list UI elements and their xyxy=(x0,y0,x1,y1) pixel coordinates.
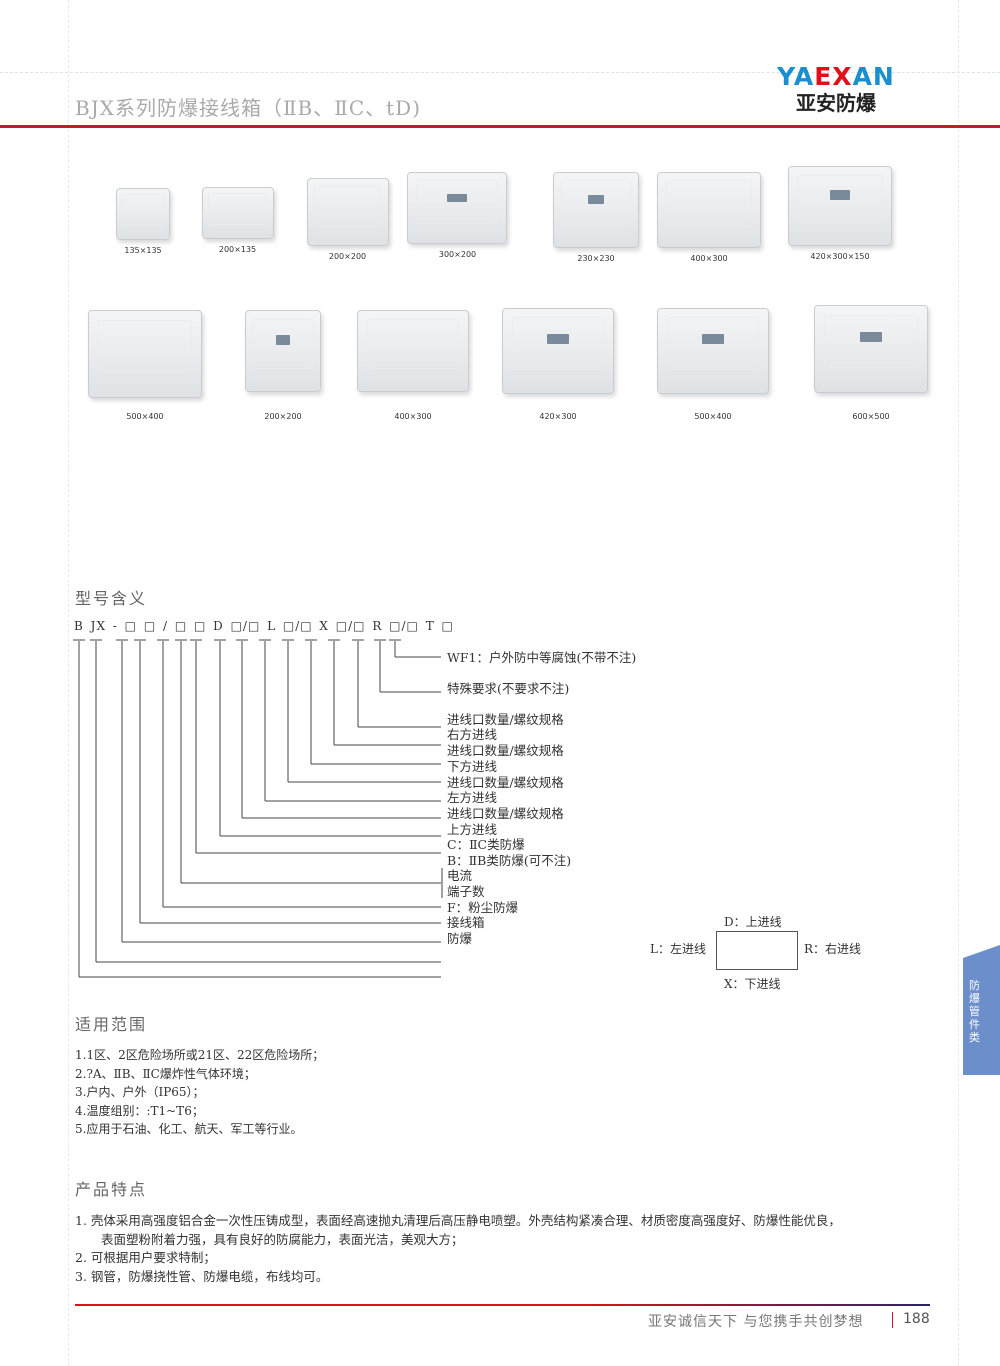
list-item: 1. 壳体采用高强度铝合金一次性压铸成型，表面经高速抛丸清理后高压静电喷塑。外壳… xyxy=(75,1213,841,1228)
model-label: 下方进线 xyxy=(447,759,498,774)
product-size: 135×135 xyxy=(124,246,162,255)
model-label: 右方进线 xyxy=(447,727,498,742)
product-item: 200×200 xyxy=(300,178,395,261)
product-item: 230×230 xyxy=(550,172,642,263)
footer-divider xyxy=(75,1304,930,1306)
list-item: 表面塑粉附着力强，具有良好的防腐能力，表面光洁，美观大方； xyxy=(101,1231,464,1247)
header-divider xyxy=(0,125,1000,128)
side-tab-category[interactable]: 防爆管件类 xyxy=(963,945,1000,1075)
guide-line xyxy=(958,0,959,1366)
model-label: 端子数 xyxy=(447,884,485,899)
product-item: 400×300 xyxy=(355,310,471,421)
direction-left: L：左进线 xyxy=(650,942,706,956)
page-number: 188 xyxy=(903,1311,930,1327)
product-item: 500×400 xyxy=(655,308,771,421)
product-size: 400×300 xyxy=(394,412,432,421)
model-label: 电流 xyxy=(447,868,473,883)
list-item: 4.温度组别：:T1~T6； xyxy=(75,1103,204,1118)
section-heading-scope: 适用范围 xyxy=(75,1015,148,1034)
direction-bottom: X：下进线 xyxy=(724,977,781,991)
product-size: 230×230 xyxy=(577,254,615,263)
model-label: C：ⅡC类防爆 xyxy=(447,837,525,852)
model-label: 左方进线 xyxy=(447,790,498,805)
direction-box xyxy=(716,931,798,970)
product-item: 135×135 xyxy=(108,188,178,255)
product-size: 400×300 xyxy=(690,254,728,263)
model-label: 进线口数量/螺纹规格 xyxy=(447,743,564,758)
direction-top: D：上进线 xyxy=(724,915,782,929)
model-label: 特殊要求(不要求不注) xyxy=(447,681,570,696)
list-item: 5.应用于石油、化工、航天、军工等行业。 xyxy=(75,1122,303,1136)
product-size: 300×200 xyxy=(438,250,477,259)
product-item: 300×200 xyxy=(407,172,507,259)
model-label: 上方进线 xyxy=(447,822,498,837)
model-label: 进线口数量/螺纹规格 xyxy=(447,806,564,821)
model-diagram-lines xyxy=(73,639,443,978)
product-size: 200×135 xyxy=(218,245,257,254)
product-item: 200×135 xyxy=(195,187,280,254)
model-label: 进线口数量/螺纹规格 xyxy=(447,712,564,727)
product-size: 200×200 xyxy=(328,252,367,261)
product-item: 400×300 xyxy=(655,172,763,263)
product-size: 420×300 xyxy=(539,412,577,421)
footer-slogan: 亚安诚信天下 与您携手共创梦想 xyxy=(648,1314,864,1330)
product-size: 420×300×150 xyxy=(810,252,870,261)
model-label: 接线箱 xyxy=(447,915,485,930)
product-item: 600×500 xyxy=(812,305,930,421)
list-item: 3.户内、户外（IP65）； xyxy=(75,1085,205,1099)
model-label: F：粉尘防爆 xyxy=(447,900,519,915)
product-size: 500×400 xyxy=(126,412,164,421)
list-item: 3. 钢管，防爆挠性管、防爆电缆，布线均可。 xyxy=(75,1268,329,1284)
logo-cn: 亚安防爆 xyxy=(796,91,876,115)
guide-line xyxy=(0,72,1000,73)
features-list: 1. 壳体采用高强度铝合金一次性压铸成型，表面经高速抛丸清理后高压静电喷塑。外壳… xyxy=(75,1212,975,1286)
direction-right: R：右进线 xyxy=(804,942,862,956)
model-label: B：ⅡB类防爆(可不注) xyxy=(447,853,572,868)
side-tab-label: 防爆管件类 xyxy=(969,979,980,1044)
product-item: 500×400 xyxy=(85,310,205,421)
model-code: B JX - □ □ / □ □ D □/□ L □/□ X □/□ R □/□… xyxy=(74,619,454,633)
product-size: 200×200 xyxy=(264,412,302,421)
section-heading-features: 产品特点 xyxy=(75,1180,148,1199)
product-item: 420×300 xyxy=(500,308,616,421)
product-item: 420×300×150 xyxy=(785,166,895,261)
list-item: 2. 可根据用户要求特制； xyxy=(75,1250,216,1265)
brand-logo: YAEXAN 亚安防爆 xyxy=(766,62,906,116)
scope-list: 1.1区、2区危险场所或21区、22区危险场所； 2.?A、ⅡB、ⅡC爆炸性气体… xyxy=(75,1046,324,1139)
list-item: 2.?A、ⅡB、ⅡC爆炸性气体环境； xyxy=(75,1066,256,1081)
model-label: 进线口数量/螺纹规格 xyxy=(447,775,564,790)
model-label: 防爆 xyxy=(447,931,473,946)
section-heading-model: 型号含义 xyxy=(75,589,148,608)
model-label: WF1：户外防中等腐蚀(不带不注) xyxy=(447,650,637,665)
page-title: BJX系列防爆接线箱（ⅡB、ⅡC、tD) xyxy=(75,96,422,120)
product-item: 200×200 xyxy=(240,310,326,421)
list-item: 1.1区、2区危险场所或21区、22区危险场所； xyxy=(75,1048,325,1062)
footer-separator xyxy=(892,1312,893,1328)
logo-text: YAEXAN xyxy=(777,62,895,91)
guide-line xyxy=(68,0,69,1366)
product-size: 500×400 xyxy=(694,412,732,421)
product-size: 600×500 xyxy=(852,412,890,421)
